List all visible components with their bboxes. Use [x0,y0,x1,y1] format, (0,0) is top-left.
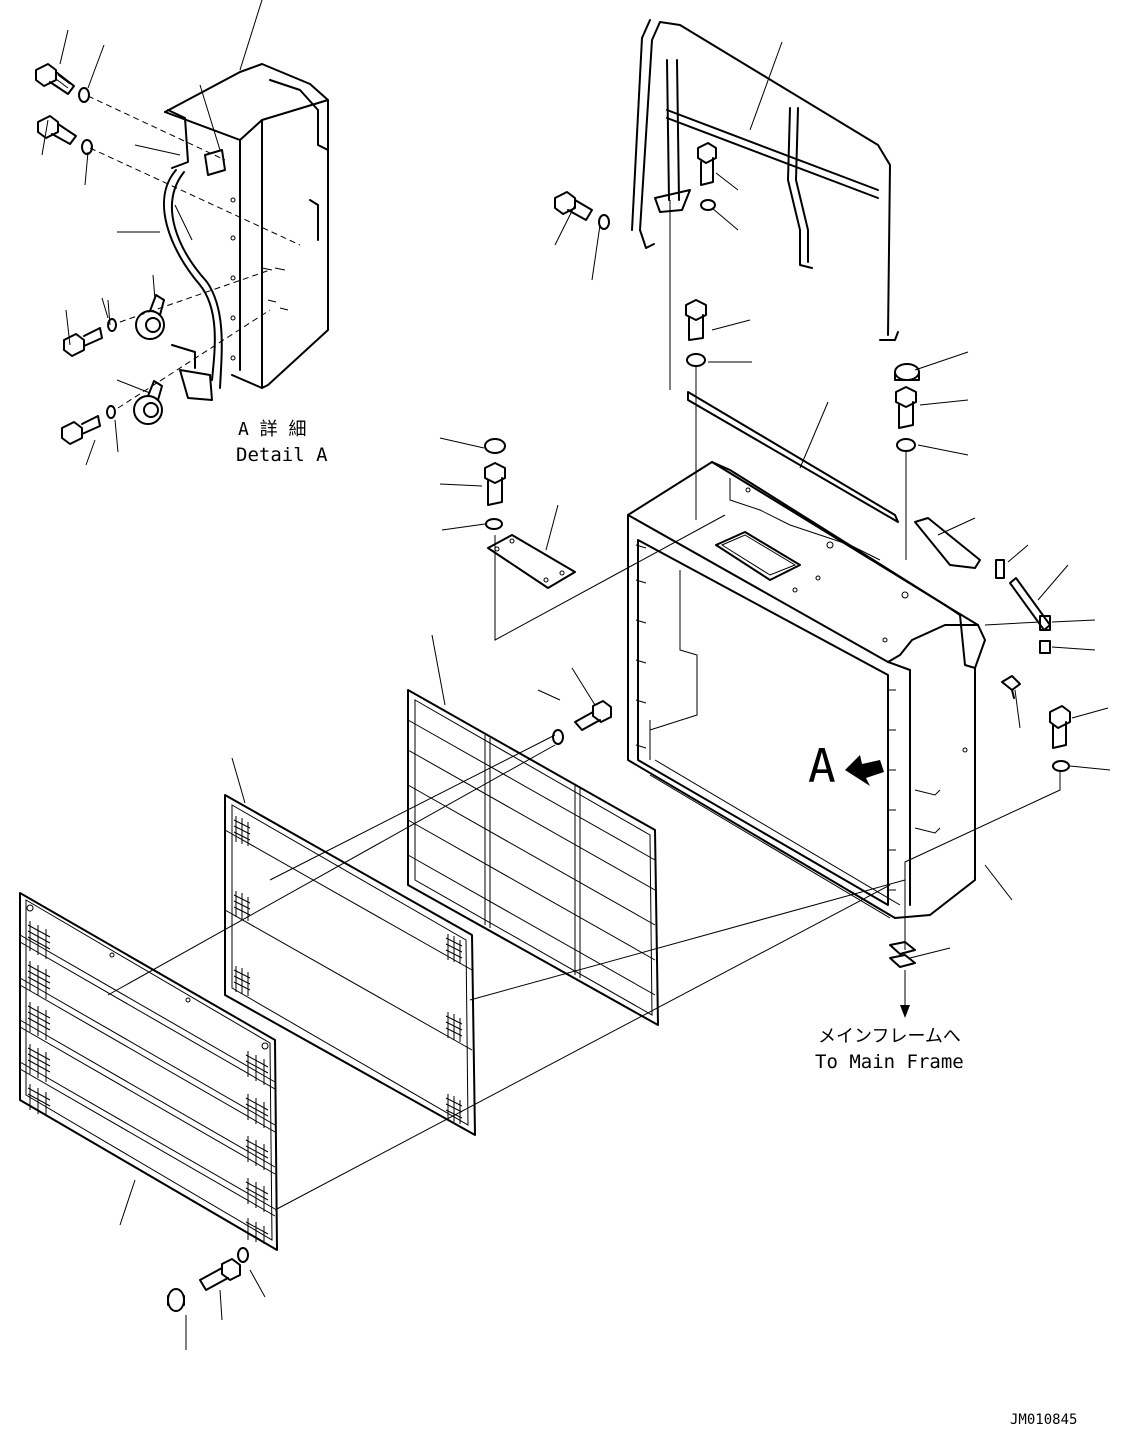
washer-left-stack [485,518,503,530]
detail-a-assembly [35,0,329,466]
bolt-detail-2 [37,115,77,145]
main-frame-box [627,461,986,919]
clip-lower [1039,640,1051,654]
side-bracket [914,517,981,569]
handrail-washer-left [598,214,610,230]
destination-note-ja: メインフレームへ [818,1026,961,1047]
washer-detail-2 [81,139,93,155]
cap-left [484,438,506,454]
handrail [631,19,899,341]
small-bracket-upper [889,941,916,955]
handrail-bolt-right [697,142,717,186]
panel-bolt-mesh [574,700,612,731]
callout-a-label: A [808,739,836,793]
cap-top-right [894,363,920,381]
perforated-panel-middle [224,794,476,1136]
panel-cap-front [167,1288,185,1312]
down-arrow-icon [900,1005,910,1018]
mesh-screen-rear [407,689,659,1026]
rubber-plug [1001,675,1021,699]
bolt-detail-3 [63,327,103,357]
clip-upper [1039,615,1051,631]
detail-a-label-en: Detail A [236,444,328,466]
small-bracket-lower [889,954,916,968]
panel-washer-mesh [552,729,564,745]
washer-top-right [896,438,916,452]
spacer-block [995,559,1005,579]
bolt-top-center [685,299,707,341]
horn-upper [135,294,165,340]
detail-a-label-ja: A 詳 細 [238,419,307,440]
washer-top-center [686,353,706,367]
panel-washer-front [237,1247,249,1263]
destination-note-en: To Main Frame [815,1051,964,1073]
cover-plate [487,534,576,589]
top-strip-bar [687,391,899,523]
washer-detail-4 [106,405,116,419]
panel-bolt-front [199,1258,241,1291]
box-side-bolt [1049,705,1071,749]
washer-detail-3 [107,318,117,332]
bolt-top-right [895,386,917,429]
box-side-washer [1052,760,1070,772]
drawing-number: JM010845 [1010,1412,1077,1428]
bolt-left-stack [484,462,506,506]
horn-lower [133,380,163,425]
washer-detail-1 [78,87,90,103]
bolt-detail-1 [35,63,75,95]
front-louver-panel [19,892,278,1251]
handrail-bolt-left [554,191,593,221]
handrail-washer-right [700,199,716,211]
callout-a-arrow-icon [845,755,884,786]
bolt-detail-4 [61,415,101,445]
